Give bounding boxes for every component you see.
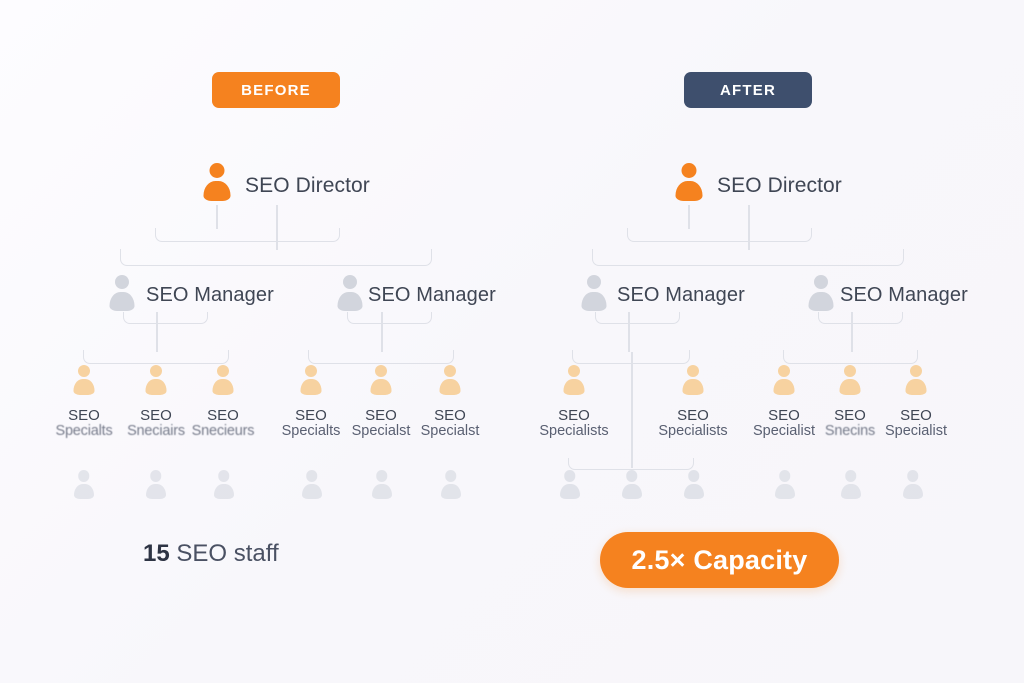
before-specialist-3-label: SEO Snecieurs bbox=[173, 407, 273, 440]
before-specialist-4-line2: Specialts bbox=[281, 423, 341, 440]
after-mgr1-deep-stem bbox=[631, 352, 633, 468]
after-director-label: SEO Director bbox=[717, 174, 842, 197]
before-mgr1-spec-bracket bbox=[83, 350, 229, 364]
before-manager-2-label: SEO Manager bbox=[368, 284, 496, 306]
before-extra-staff-4-icon bbox=[299, 470, 324, 500]
before-specialist-5-line1: SEO bbox=[365, 407, 397, 424]
after-specialist-4-line1: SEO bbox=[834, 407, 866, 424]
before-footer-text: SEO staff bbox=[169, 540, 279, 567]
after-specialist-4-line2: Snecins bbox=[824, 423, 876, 440]
after-manager-2-icon bbox=[805, 275, 837, 313]
before-specialist-2-label: SEO Sneciairs bbox=[106, 407, 206, 440]
after-level4-bracket bbox=[568, 458, 694, 470]
before-footer: 15 SEO staff bbox=[143, 540, 279, 568]
after-director-stem2 bbox=[748, 205, 750, 250]
after-specialist-3-icon bbox=[771, 365, 797, 396]
before-manager-1-label: SEO Manager bbox=[146, 284, 274, 306]
before-specialist-4-icon bbox=[298, 365, 324, 396]
after-specialist-1-line2: Specialists bbox=[539, 423, 609, 440]
badge-after: AFTER bbox=[684, 72, 812, 108]
before-specialist-5-icon bbox=[368, 365, 394, 396]
before-specialist-1-icon bbox=[71, 365, 97, 396]
before-specialist-3-line1: SEO bbox=[207, 407, 239, 424]
after-specialist-5-icon bbox=[903, 365, 929, 396]
badge-before-label: BEFORE bbox=[241, 81, 311, 99]
after-specialist-2-icon bbox=[680, 365, 706, 396]
after-footer-pill-label: 2.5× Capacity bbox=[631, 544, 808, 575]
before-specialist-5-line2: Specialst bbox=[351, 423, 411, 440]
after-mgr2-stem bbox=[851, 312, 853, 352]
after-specialist-4-label: SEO Snecins bbox=[800, 407, 900, 440]
after-extra-staff-1-icon bbox=[557, 470, 582, 500]
after-specialist-2-label: SEO Specialists bbox=[643, 407, 743, 440]
before-specialist-2-line2: Sneciairs bbox=[127, 423, 185, 440]
before-mgr2-spec-bracket bbox=[308, 350, 454, 364]
after-specialist-2-line2: Specialists bbox=[658, 423, 728, 440]
after-specialist-4-icon bbox=[837, 365, 863, 396]
after-specialist-3-line2: Specialist bbox=[752, 423, 816, 440]
before-specialist-6-line1: SEO bbox=[434, 407, 466, 424]
before-extra-staff-2-icon bbox=[143, 470, 168, 500]
before-manager-bracket bbox=[120, 249, 432, 266]
before-extra-staff-3-icon bbox=[211, 470, 236, 500]
before-mgr2-stem bbox=[381, 312, 383, 352]
badge-before: BEFORE bbox=[212, 72, 340, 108]
after-director-icon bbox=[672, 163, 706, 203]
after-mgr2-spec-bracket bbox=[783, 350, 918, 364]
before-director-stem bbox=[216, 205, 218, 229]
after-extra-staff-4-icon bbox=[772, 470, 797, 500]
after-footer-pill: 2.5× Capacity bbox=[600, 532, 839, 588]
before-specialist-6-label: SEO Specialst bbox=[400, 407, 500, 440]
before-specialist-3-icon bbox=[210, 365, 236, 396]
before-specialist-5-label: SEO Specialst bbox=[331, 407, 431, 440]
after-specialist-1-label: SEO Specialists bbox=[524, 407, 624, 440]
after-specialist-2-line1: SEO bbox=[677, 407, 709, 424]
after-manager-1-label: SEO Manager bbox=[617, 284, 745, 306]
before-mgr2-bracket-small bbox=[347, 312, 432, 324]
before-specialist-2-icon bbox=[143, 365, 169, 396]
after-manager-1-icon bbox=[578, 275, 610, 313]
before-director-label: SEO Director bbox=[245, 174, 370, 197]
after-mgr1-bracket-small bbox=[595, 312, 680, 324]
before-specialist-6-line2: Specialst bbox=[420, 423, 480, 440]
before-specialist-3-line2: Snecieurs bbox=[191, 423, 255, 440]
after-mgr2-bracket-small bbox=[818, 312, 903, 324]
after-extra-staff-6-icon bbox=[900, 470, 925, 500]
after-specialist-5-label: SEO Specialist bbox=[866, 407, 966, 440]
before-manager-1-icon bbox=[106, 275, 138, 313]
before-specialist-1-line1: SEO bbox=[68, 407, 100, 424]
after-extra-staff-2-icon bbox=[619, 470, 644, 500]
before-director-stem2 bbox=[276, 205, 278, 250]
before-extra-staff-5-icon bbox=[369, 470, 394, 500]
after-mgr1-stem bbox=[628, 312, 630, 352]
before-mgr1-stem bbox=[156, 312, 158, 352]
after-director-stem bbox=[688, 205, 690, 229]
before-manager-2-icon bbox=[334, 275, 366, 313]
before-director-bracket-small bbox=[155, 228, 340, 242]
after-specialist-5-line1: SEO bbox=[900, 407, 932, 424]
before-specialist-1-line2: Specialts bbox=[55, 423, 113, 440]
after-specialist-3-line1: SEO bbox=[768, 407, 800, 424]
before-specialist-2-line1: SEO bbox=[140, 407, 172, 424]
before-extra-staff-6-icon bbox=[438, 470, 463, 500]
before-mgr1-bracket-small bbox=[123, 312, 208, 324]
before-specialist-4-label: SEO Specialts bbox=[261, 407, 361, 440]
after-extra-staff-5-icon bbox=[838, 470, 863, 500]
before-specialist-6-icon bbox=[437, 365, 463, 396]
after-director-bracket-small bbox=[627, 228, 812, 242]
after-specialist-1-line1: SEO bbox=[558, 407, 590, 424]
after-extra-staff-3-icon bbox=[681, 470, 706, 500]
after-manager-2-label: SEO Manager bbox=[840, 284, 968, 306]
before-extra-staff-1-icon bbox=[71, 470, 96, 500]
before-director-icon bbox=[200, 163, 234, 203]
after-specialist-1-icon bbox=[561, 365, 587, 396]
badge-after-label: AFTER bbox=[720, 81, 776, 99]
before-specialist-1-label: SEO Specialts bbox=[34, 407, 134, 440]
after-specialist-5-line2: Specialist bbox=[884, 423, 948, 440]
after-manager-bracket bbox=[592, 249, 904, 266]
before-specialist-4-line1: SEO bbox=[295, 407, 327, 424]
after-specialist-3-label: SEO Specialist bbox=[734, 407, 834, 440]
before-footer-number: 15 bbox=[143, 540, 170, 567]
